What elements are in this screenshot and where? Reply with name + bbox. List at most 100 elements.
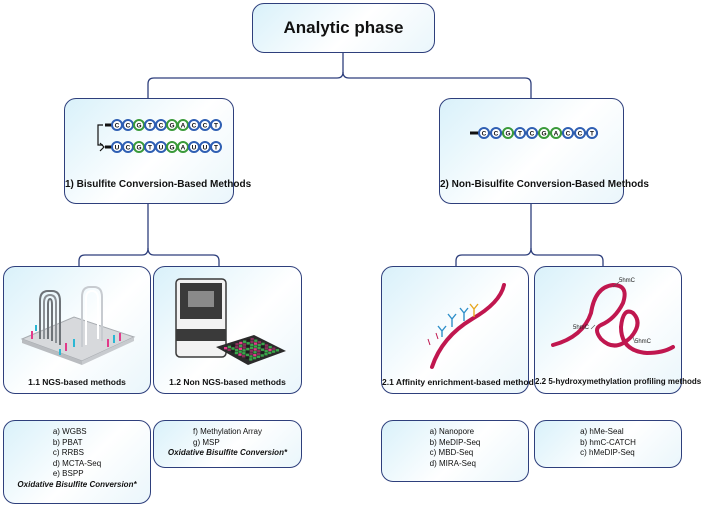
array-spot — [257, 349, 261, 353]
original-base-letter: C — [159, 123, 164, 130]
non-ngs-methods-list: f) Methylation Array g) MSP Oxidative Bi… — [154, 427, 301, 459]
array-spot — [242, 352, 246, 355]
array-spot — [246, 339, 250, 342]
array-spot — [260, 354, 264, 357]
sequencer-flowcell-icon — [20, 286, 136, 365]
array-spot — [254, 339, 258, 342]
affinity-methods-list: a) Nanopore b) MeDIP-Seq c) MBD-Seq d) M… — [382, 427, 528, 469]
ngs-methods-list: a) WGBS b) PBAT c) RRBS d) MCTA-Seq e) B… — [4, 427, 150, 490]
array-spot — [264, 350, 268, 353]
array-spot — [231, 344, 235, 347]
array-spot — [257, 341, 261, 344]
array-spot — [268, 345, 272, 349]
hydroxymethylation-methods-label: 2.2 5-hydroxymethylation profiling metho… — [535, 377, 701, 386]
unconverted-base — [562, 127, 574, 139]
array-spot — [264, 347, 268, 350]
5hmc-tag-2: 5hmC — [573, 325, 590, 331]
array-spot — [253, 351, 257, 354]
affinity-methods-box: 2.1 Affinity enrichment-based methods — [381, 266, 539, 394]
unconverted-base-letter: T — [518, 131, 522, 138]
array-spot — [246, 347, 250, 351]
converted-base-letter: U — [203, 145, 208, 152]
unconverted-base — [514, 127, 526, 139]
array-spot — [256, 355, 260, 358]
array-spot — [250, 340, 254, 344]
converted-base-letter: T — [214, 145, 218, 152]
array-spot — [272, 350, 276, 353]
array-spot — [231, 347, 235, 350]
dna-loop-5hmc-icon: 5hmC 5hmC 5hmC — [551, 278, 675, 356]
affinity-methods-label: 2.1 Affinity enrichment-based methods — [382, 377, 539, 387]
array-spot — [246, 350, 250, 354]
array-spot — [245, 353, 249, 357]
array-spot — [272, 347, 276, 350]
original-base-letter: C — [115, 123, 120, 130]
array-spot — [242, 355, 246, 358]
array-spot — [264, 353, 268, 356]
list-item: c) hMeDIP-Seq — [580, 448, 635, 457]
array-spot — [224, 347, 228, 350]
converted-base-letter: U — [115, 145, 120, 152]
original-base-letter: G — [136, 123, 141, 130]
unconverted-base-letter: G — [505, 131, 510, 138]
array-spot — [268, 348, 272, 352]
unconverted-base-letter: C — [530, 131, 535, 138]
affinity-methods-list-box: a) Nanopore b) MeDIP-Seq c) MBD-Seq d) M… — [381, 420, 529, 482]
array-spot — [265, 344, 269, 347]
array-spot — [253, 354, 257, 357]
array-spot — [260, 351, 264, 354]
converted-base-letter: G — [136, 145, 141, 152]
ngs-methods-label: 1.1 NGS-based methods — [28, 377, 126, 387]
unconverted-base — [574, 127, 586, 139]
5hmc-tag-1: 5hmC — [619, 278, 636, 284]
unconverted-base — [490, 127, 502, 139]
array-spot — [268, 351, 272, 355]
array-spot — [257, 346, 261, 350]
array-spot — [253, 345, 257, 348]
array-spot — [242, 349, 246, 352]
hydroxymethylation-list-box: a) hMe-Seal b) hmC-CATCH c) hMeDIP-Seq — [534, 420, 682, 468]
converted-base-letter: U — [192, 145, 197, 152]
unconverted-base-letter: C — [494, 131, 499, 138]
array-spot — [249, 352, 253, 355]
array-spot — [261, 348, 265, 351]
list-item: d) MIRA-Seq — [429, 458, 476, 468]
array-spot — [238, 350, 242, 353]
array-spot — [261, 342, 265, 346]
array-spot — [238, 353, 242, 356]
array-spot — [235, 348, 239, 352]
list-item: a) hMe-Seal — [580, 427, 624, 436]
hydroxymethylation-list: a) hMe-Seal b) hmC-CATCH c) hMeDIP-Seq — [535, 427, 681, 459]
list-item: e) BSPP — [52, 469, 84, 478]
array-spot — [245, 356, 249, 359]
list-item: a) WGBS — [52, 427, 87, 436]
original-base — [210, 119, 222, 131]
original-base-letter: C — [203, 123, 208, 130]
converted-base — [210, 141, 222, 153]
array-spot — [250, 337, 254, 341]
list-item: f) Methylation Array — [193, 427, 262, 436]
array-spot — [234, 351, 238, 355]
array-spot — [250, 346, 254, 349]
array-spot — [227, 345, 231, 349]
array-spot — [261, 345, 265, 348]
unconverted-base-letter: T — [590, 131, 594, 138]
array-spot — [253, 348, 257, 351]
array-spot — [249, 349, 253, 352]
list-item-emphasis: Oxidative Bisulfite Conversion* — [17, 479, 137, 489]
array-spot — [249, 355, 253, 358]
unconverted-base-letter: C — [482, 131, 487, 138]
array-spot — [242, 346, 246, 349]
list-item: d) MCTA-Seq — [52, 458, 102, 468]
unconverted-base — [586, 127, 598, 139]
analytic-phase-title: Analytic phase — [252, 3, 435, 53]
list-item: a) Nanopore — [429, 427, 475, 436]
connector-lines — [78, 53, 604, 266]
original-base-letter: T — [214, 123, 218, 130]
converted-base-letter: U — [159, 145, 164, 152]
non-ngs-methods-label: 1.2 Non NGS-based methods — [169, 377, 286, 387]
